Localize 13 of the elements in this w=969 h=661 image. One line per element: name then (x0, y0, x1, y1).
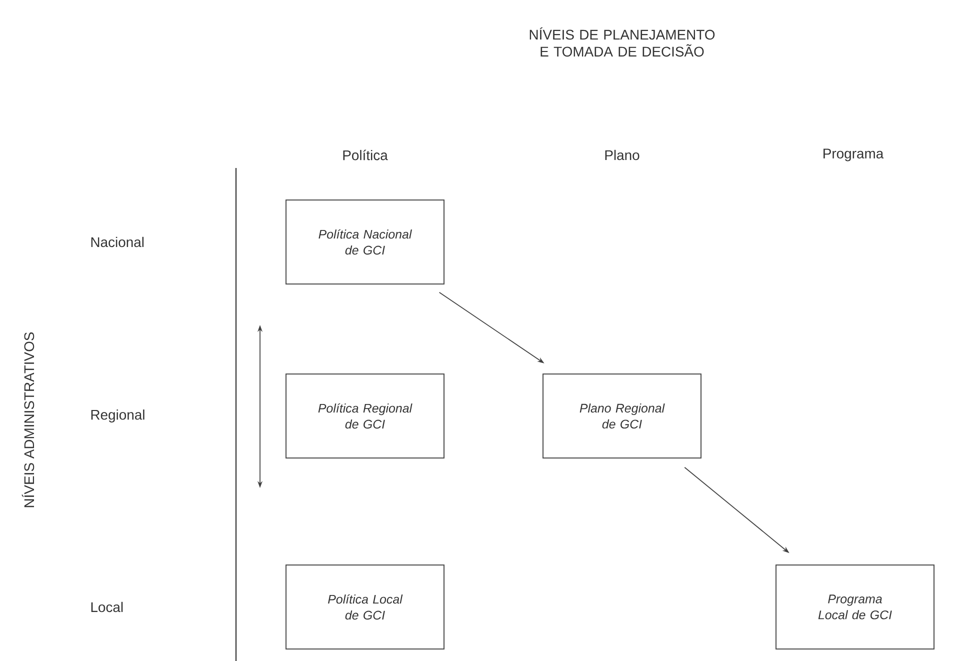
process-box: Política Regional de GCI (286, 374, 444, 458)
column-heading: Plano (605, 150, 640, 160)
column-heading: Política (343, 150, 388, 160)
column-heading: Programa (824, 148, 884, 162)
process-box: Política Nacional de GCI (286, 200, 444, 284)
process-box: Plano Regional de GCI (542, 374, 702, 458)
process-box: Política Local de GCI (286, 564, 444, 650)
row-heading: Nacional (91, 236, 144, 248)
row-heading: Regional (91, 410, 144, 422)
axis-title: NÍVEIS DE PLANEJAMENTO E TOMADA DE DECISÃO (530, 27, 715, 57)
row-heading: Local (91, 602, 123, 612)
process-box: Programa Local de GCI (776, 564, 934, 650)
axis-title: NÍVEIS ADMINISTRATIVOS (22, 332, 34, 508)
